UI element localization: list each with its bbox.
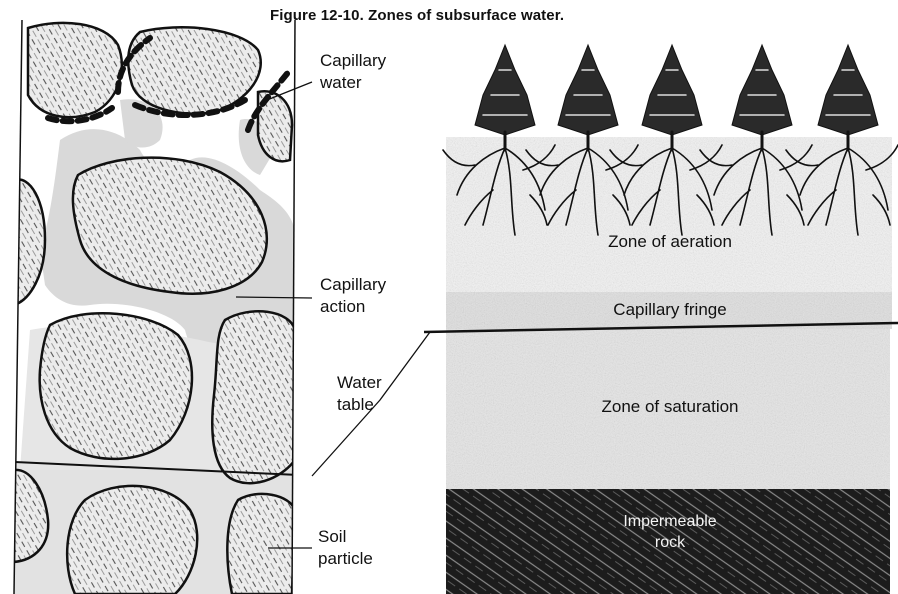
water-table-label: Water table xyxy=(337,372,382,416)
soil-particle-label-line2: particle xyxy=(318,548,373,570)
capillary-action-label: Capillary action xyxy=(320,274,386,318)
soil-particle-label-line1: Soil xyxy=(318,526,373,548)
soil-particle xyxy=(40,313,192,459)
impermeable-rock-label-line2: rock xyxy=(600,532,740,553)
zone-of-aeration-label: Zone of aeration xyxy=(560,232,780,252)
soil-particle-label: Soil particle xyxy=(318,526,373,570)
soil-particle xyxy=(227,494,295,594)
soil-particle xyxy=(67,486,197,594)
figure-title: Figure 12-10. Zones of subsurface water. xyxy=(270,7,564,24)
capillary-water-label: Capillary water xyxy=(320,50,386,94)
water-table-label-line1: Water xyxy=(337,372,382,394)
capillary-action-label-line2: action xyxy=(320,296,386,318)
capillary-action-label-line1: Capillary xyxy=(320,274,386,296)
soil-closeup-panel xyxy=(10,20,320,594)
soil-particle xyxy=(212,311,295,483)
capillary-fringe-label: Capillary fringe xyxy=(560,300,780,320)
soil-particle xyxy=(28,23,122,117)
zone-of-saturation-label: Zone of saturation xyxy=(560,397,780,417)
impermeable-rock-label: Impermeable rock xyxy=(600,511,740,553)
impermeable-rock-label-line1: Impermeable xyxy=(600,511,740,532)
capillary-water-label-line1: Capillary xyxy=(320,50,386,72)
water-table-label-line2: table xyxy=(337,394,382,416)
capillary-water-label-line2: water xyxy=(320,72,386,94)
